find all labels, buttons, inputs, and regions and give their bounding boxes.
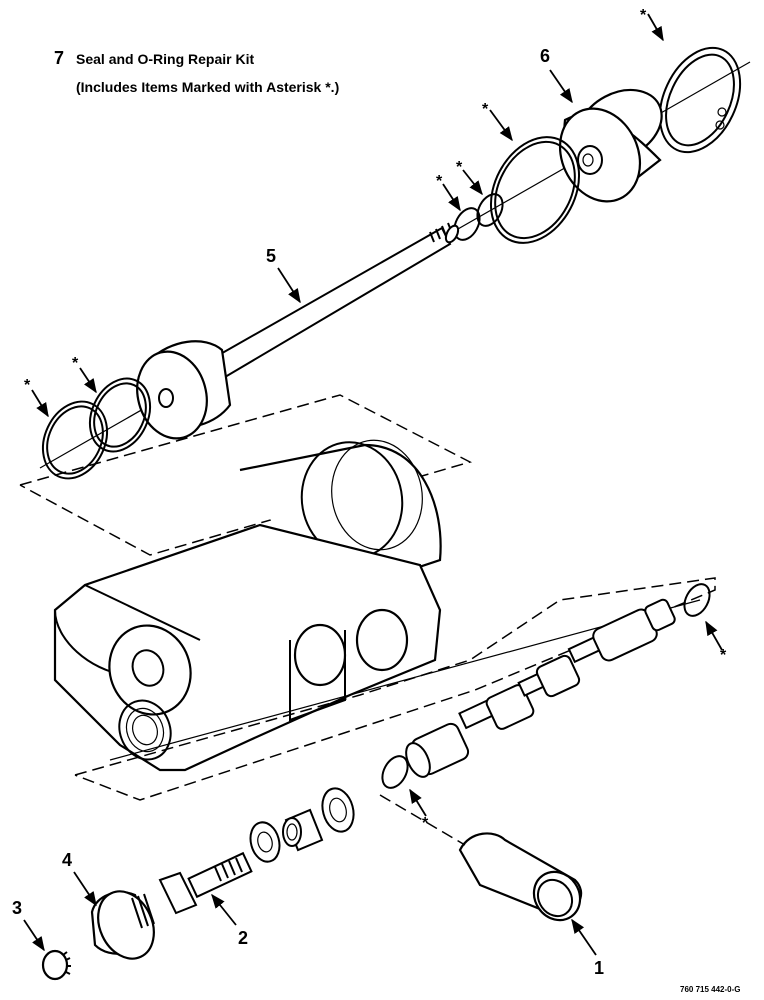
arrow-o-ring-left-1 (79, 367, 97, 394)
arrow-snap-ring-left (409, 788, 427, 817)
asterisk-o-ring-left-2: * (24, 377, 31, 394)
callout-4: 4 (62, 850, 72, 870)
arrow-o-ring-large (489, 109, 513, 142)
bushing (282, 808, 324, 852)
washer-right (321, 787, 355, 833)
piston-head (558, 88, 663, 203)
asterisk-o-ring-left-1: * (72, 355, 79, 372)
o-ring-large-inner (494, 140, 576, 240)
washer-left (249, 821, 281, 863)
retaining-ring (658, 46, 742, 154)
callout-2: 2 (238, 928, 248, 948)
lower-dashed-plane (74, 577, 716, 801)
arrow-o-ring-small-1 (462, 169, 483, 196)
kit-number: 7 (54, 48, 64, 68)
arrow-1 (571, 918, 597, 956)
asterisk-o-ring-small-2: * (436, 173, 443, 190)
kit-title: Seal and O-Ring Repair Kit (76, 51, 254, 67)
arrow-snap-ring-right (705, 620, 723, 651)
arrow-o-ring-left-2 (31, 389, 49, 418)
valve-spool (405, 598, 676, 778)
callout-5: 5 (266, 246, 276, 266)
plug (90, 890, 155, 960)
kit-subtitle: (Includes Items Marked with Asterisk *.) (76, 79, 339, 95)
callout-1: 1 (594, 958, 604, 978)
o-ring-small-2 (453, 207, 481, 241)
upper-dashed-plane (19, 394, 473, 556)
arrow-4 (73, 871, 97, 907)
callout-3: 3 (12, 898, 22, 918)
snap-ring-spool-left (381, 755, 409, 789)
arrow-6 (549, 69, 573, 104)
asterisk-snap-ring-left: * (422, 815, 429, 832)
asterisk-ring-top: * (640, 7, 647, 24)
cap (41, 949, 71, 981)
asterisk-o-ring-small-1: * (456, 159, 463, 176)
o-ring-left-2 (41, 400, 109, 480)
snap-ring-spool-right (683, 583, 711, 617)
arrow-3 (23, 919, 45, 952)
sleeve-centerline (379, 794, 466, 846)
sleeve (458, 832, 583, 922)
arrow-ring-top (647, 13, 664, 42)
asterisk-o-ring-large: * (482, 101, 489, 118)
callout-6: 6 (540, 46, 550, 66)
piston-rod (208, 222, 460, 382)
piston (136, 340, 232, 440)
arrow-5 (277, 267, 301, 304)
arrow-2 (211, 893, 237, 926)
bolt (158, 851, 253, 915)
arrow-o-ring-small-2 (442, 183, 461, 212)
o-ring-large (489, 136, 581, 244)
valve-body (53, 439, 442, 772)
figure-id: 760 715 442-0-G (680, 985, 741, 994)
asterisk-snap-ring-right: * (720, 647, 727, 664)
o-ring-small-1 (476, 193, 504, 227)
